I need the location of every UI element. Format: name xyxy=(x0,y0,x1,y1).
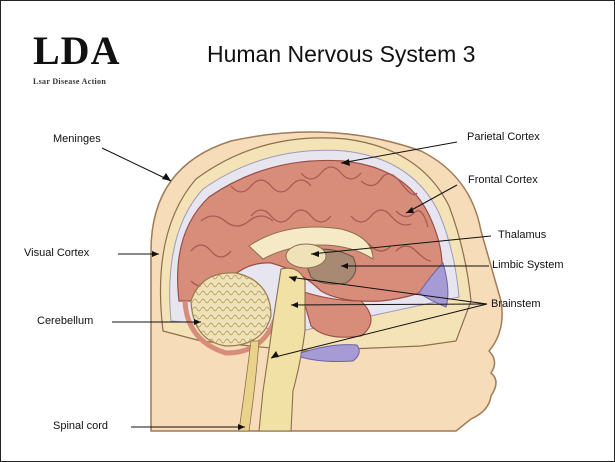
label-thalamus: Thalamus xyxy=(498,229,546,241)
label-visual-cortex: Visual Cortex xyxy=(24,247,89,259)
label-brainstem: Brainstem xyxy=(491,298,541,310)
label-parietal-cortex: Parietal Cortex xyxy=(467,131,540,143)
label-spinal-cord: Spinal cord xyxy=(53,420,108,432)
label-frontal-cortex: Frontal Cortex xyxy=(468,174,538,186)
label-meninges: Meninges xyxy=(53,133,101,145)
cerebellum-shape xyxy=(191,273,271,346)
thalamus-shape xyxy=(286,244,326,268)
label-limbic-system: Limbic System xyxy=(492,259,564,271)
label-cerebellum: Cerebellum xyxy=(37,315,93,327)
